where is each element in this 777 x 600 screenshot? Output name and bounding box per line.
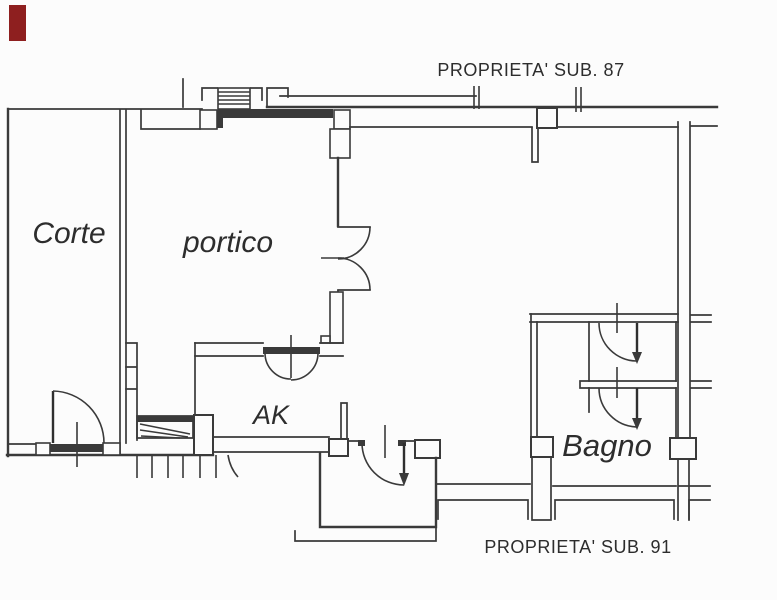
label-corte: Corte	[32, 217, 105, 250]
property-boundary-lines	[265, 86, 719, 112]
thick-wall-segment	[218, 109, 333, 118]
pillar	[193, 414, 214, 456]
lower-room-walls	[294, 451, 438, 542]
label-property-sub-91: PROPRIETA' SUB. 91	[484, 537, 671, 557]
swing-arrow	[399, 473, 409, 486]
corte-walls	[5, 107, 215, 458]
pillar	[669, 437, 697, 460]
pillar	[328, 438, 349, 457]
door-swing-ak	[361, 425, 409, 486]
door-swing-bagno-lower	[598, 367, 642, 430]
wall-stub	[531, 127, 539, 163]
label-bagno: Bagno	[562, 428, 652, 463]
door-double-swing	[264, 335, 319, 381]
bottom-boundary-walls	[435, 483, 711, 520]
pillar	[414, 439, 441, 459]
label-ak: AK	[251, 400, 290, 430]
top-wall	[7, 107, 718, 163]
swing-arrow	[632, 418, 642, 430]
pillar	[530, 436, 554, 458]
pillar	[536, 107, 558, 129]
pillar	[199, 109, 218, 130]
portico-walls	[194, 156, 344, 416]
right-wall	[669, 121, 697, 521]
pillar	[35, 442, 51, 456]
red-stamp-mark	[9, 5, 26, 41]
door-swing-bagno-upper	[598, 303, 642, 364]
pillar	[102, 442, 121, 456]
label-property-sub-87: PROPRIETA' SUB. 87	[437, 60, 624, 80]
swing-arrow	[632, 352, 642, 364]
door-swing-corte	[51, 390, 105, 467]
bagno-walls	[529, 313, 712, 521]
wall-stub	[340, 402, 348, 440]
label-portico: portico	[182, 226, 273, 259]
pillar	[333, 109, 351, 130]
stairs-hatch	[182, 78, 289, 110]
door-double-french	[321, 226, 371, 291]
wall-column	[329, 291, 344, 344]
boundary-hatch-ticks	[136, 454, 239, 478]
pillar	[329, 128, 351, 159]
